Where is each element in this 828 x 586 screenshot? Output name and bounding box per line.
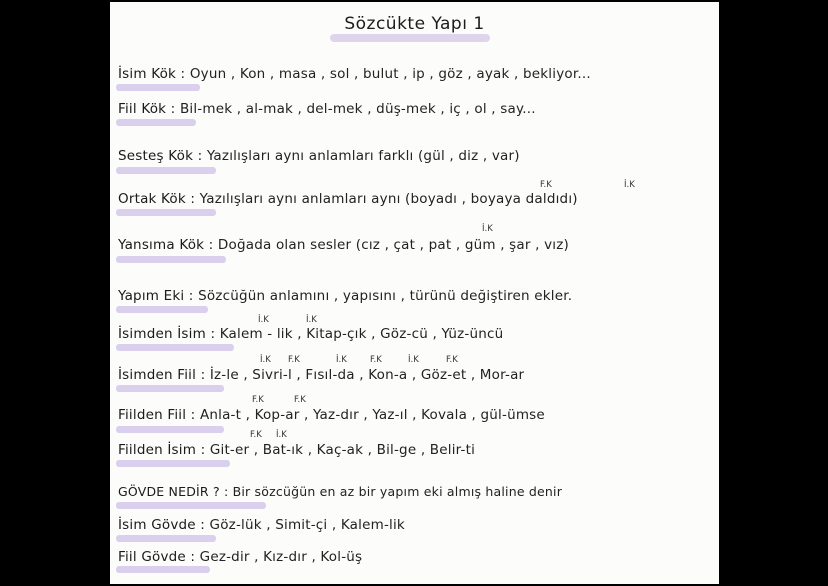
annotation: F.K [288,355,300,365]
annotation: İ.K [260,355,271,365]
line-fiilden-fiil: Fiilden Fiil : Anla-t , Kop-ar , Yaz-dır… [118,407,545,423]
line-isim-govde: İsim Gövde : Göz-lük , Simit-çi , Kalem-… [118,517,405,533]
label-highlight [116,209,216,216]
label-highlight [116,84,200,91]
annotation: İ.K [482,224,493,234]
annotation: F.K [294,395,306,405]
label-highlight [116,502,266,509]
line-ortak-kok: Ortak Kök : Yazılışları aynı anlamları a… [118,191,578,207]
annotation: F.K [370,355,382,365]
line-yapim-eki: Yapım Eki : Sözcüğün anlamını , yapısını… [118,288,572,304]
annotation: İ.K [306,315,317,325]
label-highlight [116,256,226,263]
line-isimden-isim: İsimden İsim : Kalem - lik , Kitap-çık ,… [118,326,503,342]
line-text: Yazılışları aynı anlamları farklı (gül ,… [206,148,520,164]
line-label: İsimden İsim : [118,326,216,342]
line-text: Doğada olan sesler (cız , çat , pat , gü… [217,237,569,253]
line-text: Bir sözcüğün en az bir yapım eki almış h… [232,484,563,499]
line-sestes-kok: Sesteş Kök : Yazılışları aynı anlamları … [118,148,520,164]
label-highlight [116,460,230,467]
label-highlight [116,426,224,433]
annotation: F.K [252,395,264,405]
annotation: İ.K [408,355,419,365]
title-highlight [330,34,490,42]
line-text: İz-le , Sivri-l , Fısıl-da , Kon-a , Göz… [209,367,525,383]
label-highlight [116,167,216,174]
note-card: Sözcükte Yapı 1 İsim Kök : Oyun , Kon , … [110,2,719,584]
annotation: İ.K [624,180,635,190]
annotation: İ.K [336,355,347,365]
line-text: Kalem - lik , Kitap-çık , Göz-cü , Yüz-ü… [219,326,504,342]
line-text: Git-er , Bat-ık , Kaç-ak , Bil-ge , Beli… [209,442,476,458]
label-highlight [116,566,210,573]
line-text: Bil-mek , al-mak , del-mek , düş-mek , i… [179,101,536,117]
line-isim-kok: İsim Kök : Oyun , Kon , masa , sol , bul… [118,66,591,82]
line-label: Fiil Kök : [118,101,176,117]
line-govde-nedir: GÖVDE NEDİR ? : Bir sözcüğün en az bir y… [118,484,562,499]
annotation: İ.K [276,430,287,440]
line-text: Göz-lük , Simit-çi , Kalem-lik [209,517,405,533]
line-label: İsim Gövde : [118,517,206,533]
annotation: F.K [540,180,552,190]
line-label: İsimden Fiil : [118,367,206,383]
line-yansima-kok: Yansıma Kök : Doğada olan sesler (cız , … [118,237,569,253]
annotation: İ.K [258,315,269,325]
label-highlight [116,344,234,351]
line-isimden-fiil: İsimden Fiil : İz-le , Sivri-l , Fısıl-d… [118,367,524,383]
line-label: İsim Kök : [118,66,186,82]
line-label: Fiilden Fiil : [118,407,196,423]
line-label: Fiilden İsim : [118,442,206,458]
annotation: F.K [446,355,458,365]
label-highlight [116,385,224,392]
line-text: Oyun , Kon , masa , sol , bulut , ip , g… [189,66,591,82]
annotation: F.K [250,430,262,440]
line-fiilden-isim: Fiilden İsim : Git-er , Bat-ık , Kaç-ak … [118,442,475,458]
line-label: Sesteş Kök : [118,148,203,164]
label-highlight [116,119,196,126]
line-label: Fiil Gövde : [118,549,196,565]
line-text: Sözcüğün anlamını , yapısını , türünü de… [198,288,573,304]
line-text: Yazılışları aynı anlamları aynı (boyadı … [199,191,578,207]
line-text: Anla-t , Kop-ar , Yaz-dır , Yaz-ıl , Kov… [199,407,545,423]
line-label: Yansıma Kök : [118,237,214,253]
line-fiil-govde: Fiil Gövde : Gez-dir , Kız-dır , Kol-üş [118,549,362,565]
label-highlight [116,306,208,313]
line-label: Ortak Kök : [118,191,196,207]
page-title: Sözcükte Yapı 1 [344,14,485,34]
label-highlight [116,535,216,542]
line-text: Gez-dir , Kız-dır , Kol-üş [199,549,363,565]
line-fiil-kok: Fiil Kök : Bil-mek , al-mak , del-mek , … [118,101,536,117]
line-label: Yapım Eki : [118,288,194,304]
line-label: GÖVDE NEDİR ? : [118,484,229,499]
